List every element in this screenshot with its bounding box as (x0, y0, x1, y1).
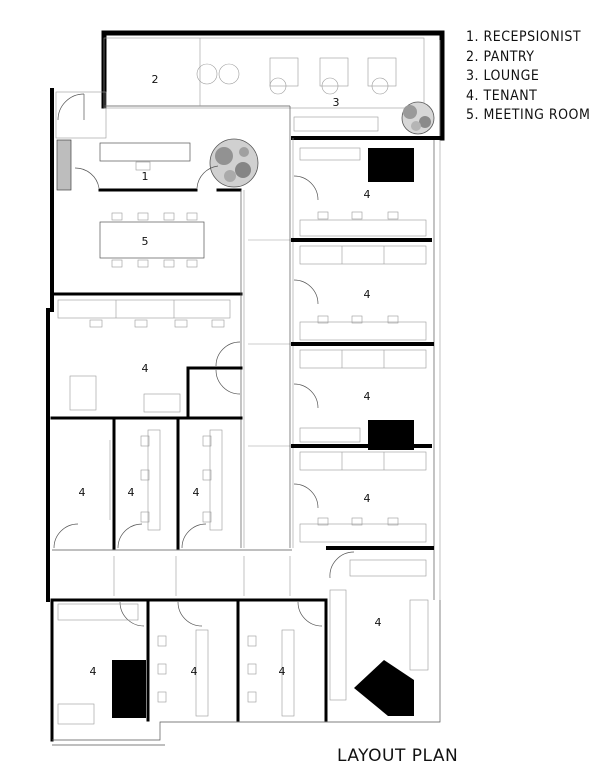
corridor (248, 138, 294, 548)
room-label-tenant: 4 (364, 492, 371, 505)
room-label-tenant: 4 (193, 486, 200, 499)
right-tenant-rooms (291, 147, 434, 550)
legend-item: 4. TENANT (466, 87, 538, 104)
small-tenant-rooms (52, 416, 292, 551)
legend: 1. RECEPSIONIST 2. PANTRY 3. LOUNGE 4. T… (466, 28, 590, 126)
room-label-tenant: 4 (191, 665, 198, 678)
reception-area (55, 91, 242, 192)
pantry-lounge-zone (103, 37, 442, 140)
room-label-tenant: 4 (142, 362, 149, 375)
bottom-tenant-rooms (57, 598, 328, 725)
room-label-tenant: 4 (279, 665, 286, 678)
room-label-tenant: 4 (375, 616, 382, 629)
room-label-lounge: 3 (333, 96, 340, 109)
room-label-pantry: 2 (152, 73, 159, 86)
room-label-tenant: 4 (364, 188, 371, 201)
room-labels: 2 3 1 5 4 4 4 4 4 4 4 4 4 4 4 4 (79, 73, 382, 678)
room-label-receptionist: 1 (142, 170, 149, 183)
corner-tenant-room (329, 559, 429, 716)
room-label-tenant: 4 (128, 486, 135, 499)
room-label-tenant: 4 (364, 288, 371, 301)
tenant-left-room (50, 299, 243, 420)
legend-item: 5. MEETING ROOM (466, 107, 591, 123)
legend-item: 3. LOUNGE (466, 68, 540, 84)
legend-item: 2. PANTRY (466, 48, 535, 65)
room-label-meeting-room: 5 (142, 235, 149, 248)
room-label-tenant: 4 (90, 665, 97, 678)
plan-title: LAYOUT PLAN (337, 746, 459, 766)
tree-reception (209, 138, 259, 188)
room-label-tenant: 4 (79, 486, 86, 499)
tree-lounge (401, 101, 435, 135)
legend-item: 1. RECEPSIONIST (466, 29, 582, 45)
room-label-tenant: 4 (364, 390, 371, 403)
lower-corridor (50, 551, 355, 602)
